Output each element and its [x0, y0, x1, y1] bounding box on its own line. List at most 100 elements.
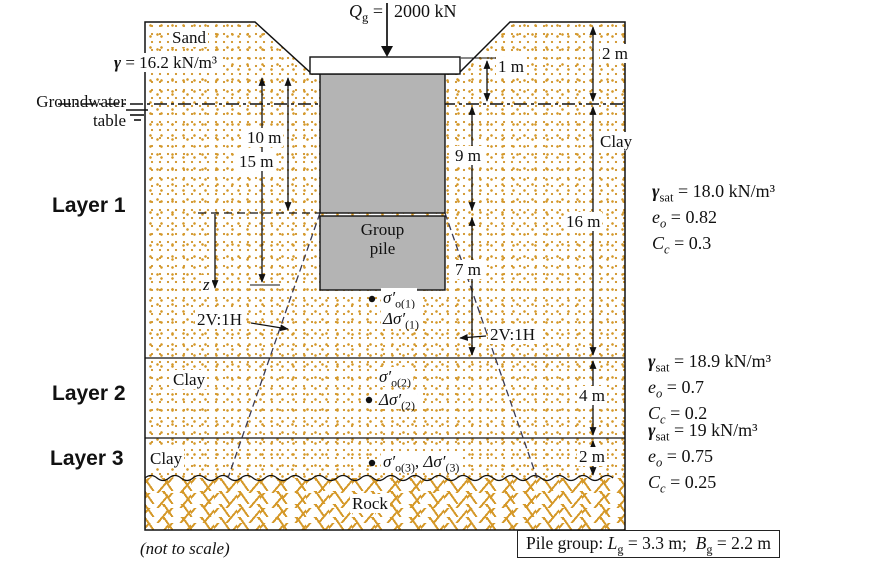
layer1-gamma-sat: γsat = 18.0 kN/m³ — [652, 178, 775, 204]
clay-label-layer2: Clay — [171, 370, 208, 390]
slope-label-right: 2V:1H — [488, 325, 538, 345]
layer3-gamma-sat: γsat = 19 kN/m³ — [648, 417, 758, 443]
load-equals: = — [368, 1, 383, 21]
stress2-delta-sub: (2) — [401, 398, 415, 413]
layer2-gamma-sat: γsat = 18.9 kN/m³ — [648, 348, 771, 374]
layer2-tag: Layer 2 — [50, 382, 128, 406]
dim-9m-label: 9 m — [453, 146, 483, 166]
stress-point-1-dot — [368, 295, 376, 303]
layer1-compression-index: Cc = 0.3 — [652, 230, 775, 256]
stress3-sigma0-sub: o(3) — [395, 460, 415, 475]
dim-1m-label: 1 m — [496, 57, 526, 77]
stress1-sigma0-label: σ′o(1) — [381, 288, 417, 311]
dim-16m-label: 16 m — [564, 212, 603, 232]
stress-point-3-dot — [368, 459, 376, 467]
lg-sub: g — [617, 542, 624, 557]
layer3-void-ratio: eo = 0.75 — [648, 443, 758, 469]
pile-cap — [309, 56, 461, 75]
soil-properties-layer1: γsat = 18.0 kN/m³ eo = 0.82 Cc = 0.3 — [652, 178, 775, 256]
rock-band — [145, 478, 625, 530]
stress3-delta-sym: Δσ′ — [423, 452, 446, 471]
pile-group-dimensions-box: Pile group: Lg = 3.3 m; Bg = 2.2 m — [517, 530, 780, 558]
group-pile-label: Group pile — [342, 220, 423, 258]
stress2-delta-sym: Δσ′ — [379, 390, 402, 409]
cc-sub: c — [664, 242, 670, 257]
clay-label-layer1: Clay — [598, 132, 635, 152]
slope-label-left: 2V:1H — [195, 310, 245, 330]
clay-label-layer3: Clay — [148, 449, 185, 469]
stress3-sigma0-sym: σ′ — [383, 452, 396, 471]
group-pile-line1: Group — [360, 220, 405, 239]
soil-properties-layer3: γsat = 19 kN/m³ eo = 0.75 Cc = 0.25 — [648, 417, 758, 495]
stress1-sigma0-sub: o(1) — [395, 296, 415, 311]
pile-lower-block — [319, 215, 446, 291]
load-label: Qg = — [320, 1, 383, 24]
gamma-sat-symbol: γ — [648, 351, 656, 371]
groundwater-word: Groundwater — [36, 92, 126, 111]
cc-value: = 0.2 — [665, 403, 708, 424]
gamma-sat-value: = 18.9 kN/m³ — [669, 351, 772, 371]
sand-label: Sand — [170, 28, 208, 48]
gamma-sat-symbol: γ — [648, 420, 656, 440]
cc-symbol: C — [652, 233, 665, 254]
e-sub: o — [660, 216, 667, 231]
e-value: = 0.7 — [662, 377, 704, 398]
cc-value: = 0.3 — [669, 233, 712, 254]
stress1-delta-sub: (1) — [405, 317, 419, 332]
rock-surface-line — [144, 474, 614, 482]
layer3-tag: Layer 3 — [48, 447, 126, 471]
cc-symbol: C — [648, 472, 661, 493]
cc-sub: c — [660, 481, 666, 496]
not-to-scale-note: (not to scale) — [140, 539, 230, 558]
stress3-separator: , — [414, 452, 424, 471]
load-value: 2000 kN — [394, 1, 457, 21]
group-pile-line2: pile — [369, 239, 396, 259]
gamma-sat-value: = 19 kN/m³ — [669, 420, 758, 440]
cc-sub: c — [660, 412, 666, 427]
stress1-delta-label: Δσ′(1) — [381, 309, 421, 332]
stress-point-2-dot — [365, 396, 373, 404]
stress1-delta-sym: Δσ′ — [383, 309, 406, 328]
sand-unit-weight: γ = 16.2 kN/m³ — [112, 53, 219, 73]
e-symbol: e — [648, 446, 656, 467]
bg-symbol: B — [695, 533, 707, 553]
e-symbol: e — [652, 207, 660, 228]
slope-line-left — [227, 212, 321, 479]
soil-outline — [144, 21, 626, 531]
groundwater-table-label: Groundwater table — [0, 92, 126, 130]
load-arrow-head — [381, 46, 393, 57]
gamma-sat-sub: sat — [659, 190, 674, 205]
layer2-void-ratio: eo = 0.7 — [648, 374, 771, 400]
z-axis-label: z — [201, 275, 212, 295]
gamma-sat-symbol: γ — [652, 181, 660, 201]
layer2-compression-index: Cc = 0.2 — [648, 400, 771, 426]
e-sub: o — [656, 455, 663, 470]
dim-2m-bottom-label: 2 m — [577, 447, 607, 467]
gamma-sat-sub: sat — [655, 429, 670, 444]
gamma-sat-sub: sat — [655, 360, 670, 375]
e-sub: o — [656, 386, 663, 401]
stress3-delta-sub: (3) — [445, 460, 460, 475]
bg-sub: g — [706, 542, 713, 557]
dim-7m-label: 7 m — [453, 260, 483, 280]
lg-symbol: L — [607, 533, 618, 553]
table-word: table — [92, 111, 126, 131]
pile-upper-block — [319, 73, 446, 214]
layer1-tag: Layer 1 — [50, 194, 128, 218]
slope-pointer-right — [459, 333, 487, 341]
bg-value: = 2.2 m — [712, 533, 771, 553]
soil-properties-layer2: γsat = 18.9 kN/m³ eo = 0.7 Cc = 0.2 — [648, 348, 771, 426]
cc-value: = 0.25 — [665, 472, 717, 493]
stress1-sigma0-sym: σ′ — [383, 288, 396, 307]
load-subscript: g — [362, 10, 369, 25]
layer1-void-ratio: eo = 0.82 — [652, 204, 775, 230]
e-symbol: e — [648, 377, 656, 398]
stress2-sigma0-sym: σ′ — [379, 367, 392, 386]
layer3-compression-index: Cc = 0.25 — [648, 469, 758, 495]
cc-symbol: C — [648, 403, 661, 424]
stress2-sigma0-sub: o(2) — [391, 375, 411, 390]
dim-4m-label: 4 m — [577, 386, 607, 406]
load-symbol: Q — [349, 1, 363, 21]
dim-2m-top-label: 2 m — [600, 44, 630, 64]
